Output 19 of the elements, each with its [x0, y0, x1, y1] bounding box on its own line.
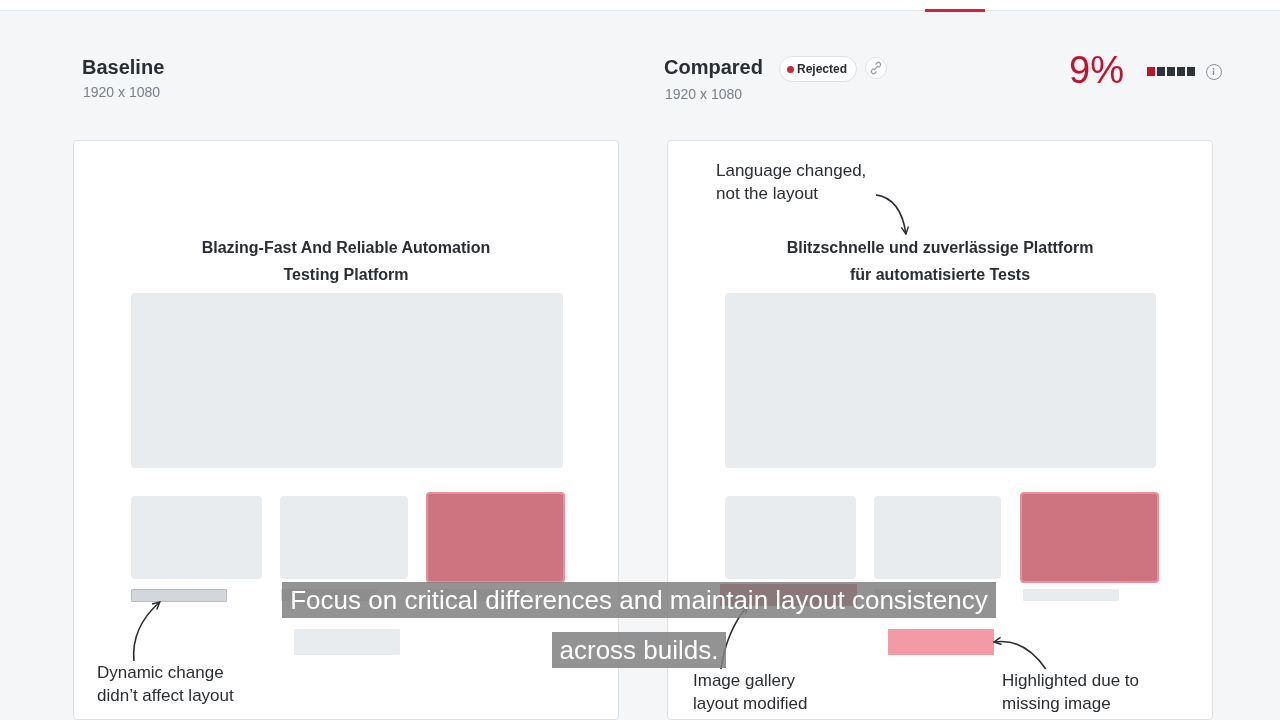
status-badge: Rejected: [779, 56, 858, 82]
highlighted-image-placeholder: [426, 492, 565, 583]
highlighted-button-placeholder: [888, 629, 994, 655]
panel-title: Compared: [664, 56, 763, 79]
resolution-text: 1920 x 1080: [83, 84, 161, 100]
panel-title: Baseline: [82, 56, 165, 79]
annotation-text: Highlighted due to missing image: [1002, 669, 1177, 715]
highlighted-image-placeholder: [1020, 492, 1159, 583]
page-heading: Blazing-Fast And Reliable Automation Testing Platform: [191, 234, 501, 288]
annotation-text: Image gallery layout modified: [693, 669, 833, 715]
resolution-text: 1920 x 1080: [665, 86, 743, 102]
annotation-text: Dynamic change didn’t affect layout: [97, 661, 265, 707]
page-heading: Blitzschnelle und zuverlässige Plattform für automatisierte Tests: [785, 234, 1095, 288]
curved-arrow: [875, 194, 909, 235]
difference-score: 9%: [1069, 48, 1124, 92]
caption-placeholder: [131, 589, 227, 602]
curved-arrow: [132, 601, 161, 662]
curved-arrow: [993, 636, 1047, 670]
annotation-text: Language changed, not the layout: [716, 159, 876, 205]
